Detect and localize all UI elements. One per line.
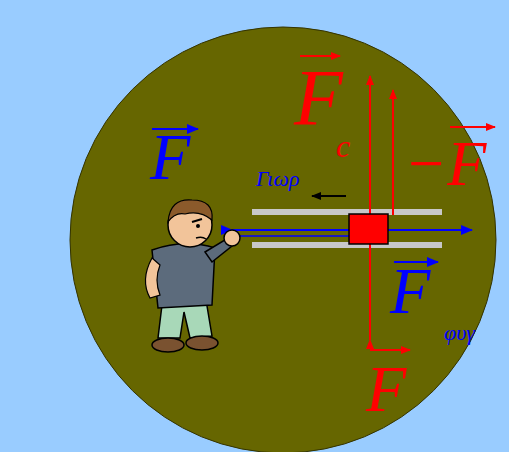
block — [349, 214, 388, 244]
rotating-disk — [70, 27, 496, 452]
vector-arrow — [370, 349, 410, 351]
vector-arrow — [300, 55, 340, 57]
force-symbol: F — [390, 258, 430, 324]
subscript: φυγ — [444, 322, 475, 344]
force-symbol: −F — [404, 132, 486, 196]
vector-arrow — [450, 126, 495, 128]
force-symbol: F — [294, 58, 343, 138]
string — [232, 235, 360, 237]
force-arrow — [392, 90, 394, 215]
man-figure — [145, 200, 240, 352]
subscript: c — [336, 130, 350, 162]
force-arrow — [369, 76, 371, 340]
subscript-note: Γιωρ — [256, 168, 300, 190]
rail — [252, 242, 442, 248]
rail — [252, 209, 442, 215]
force-symbol: F — [366, 356, 406, 422]
force-symbol: F — [150, 124, 190, 190]
motion-arrow — [312, 195, 346, 197]
